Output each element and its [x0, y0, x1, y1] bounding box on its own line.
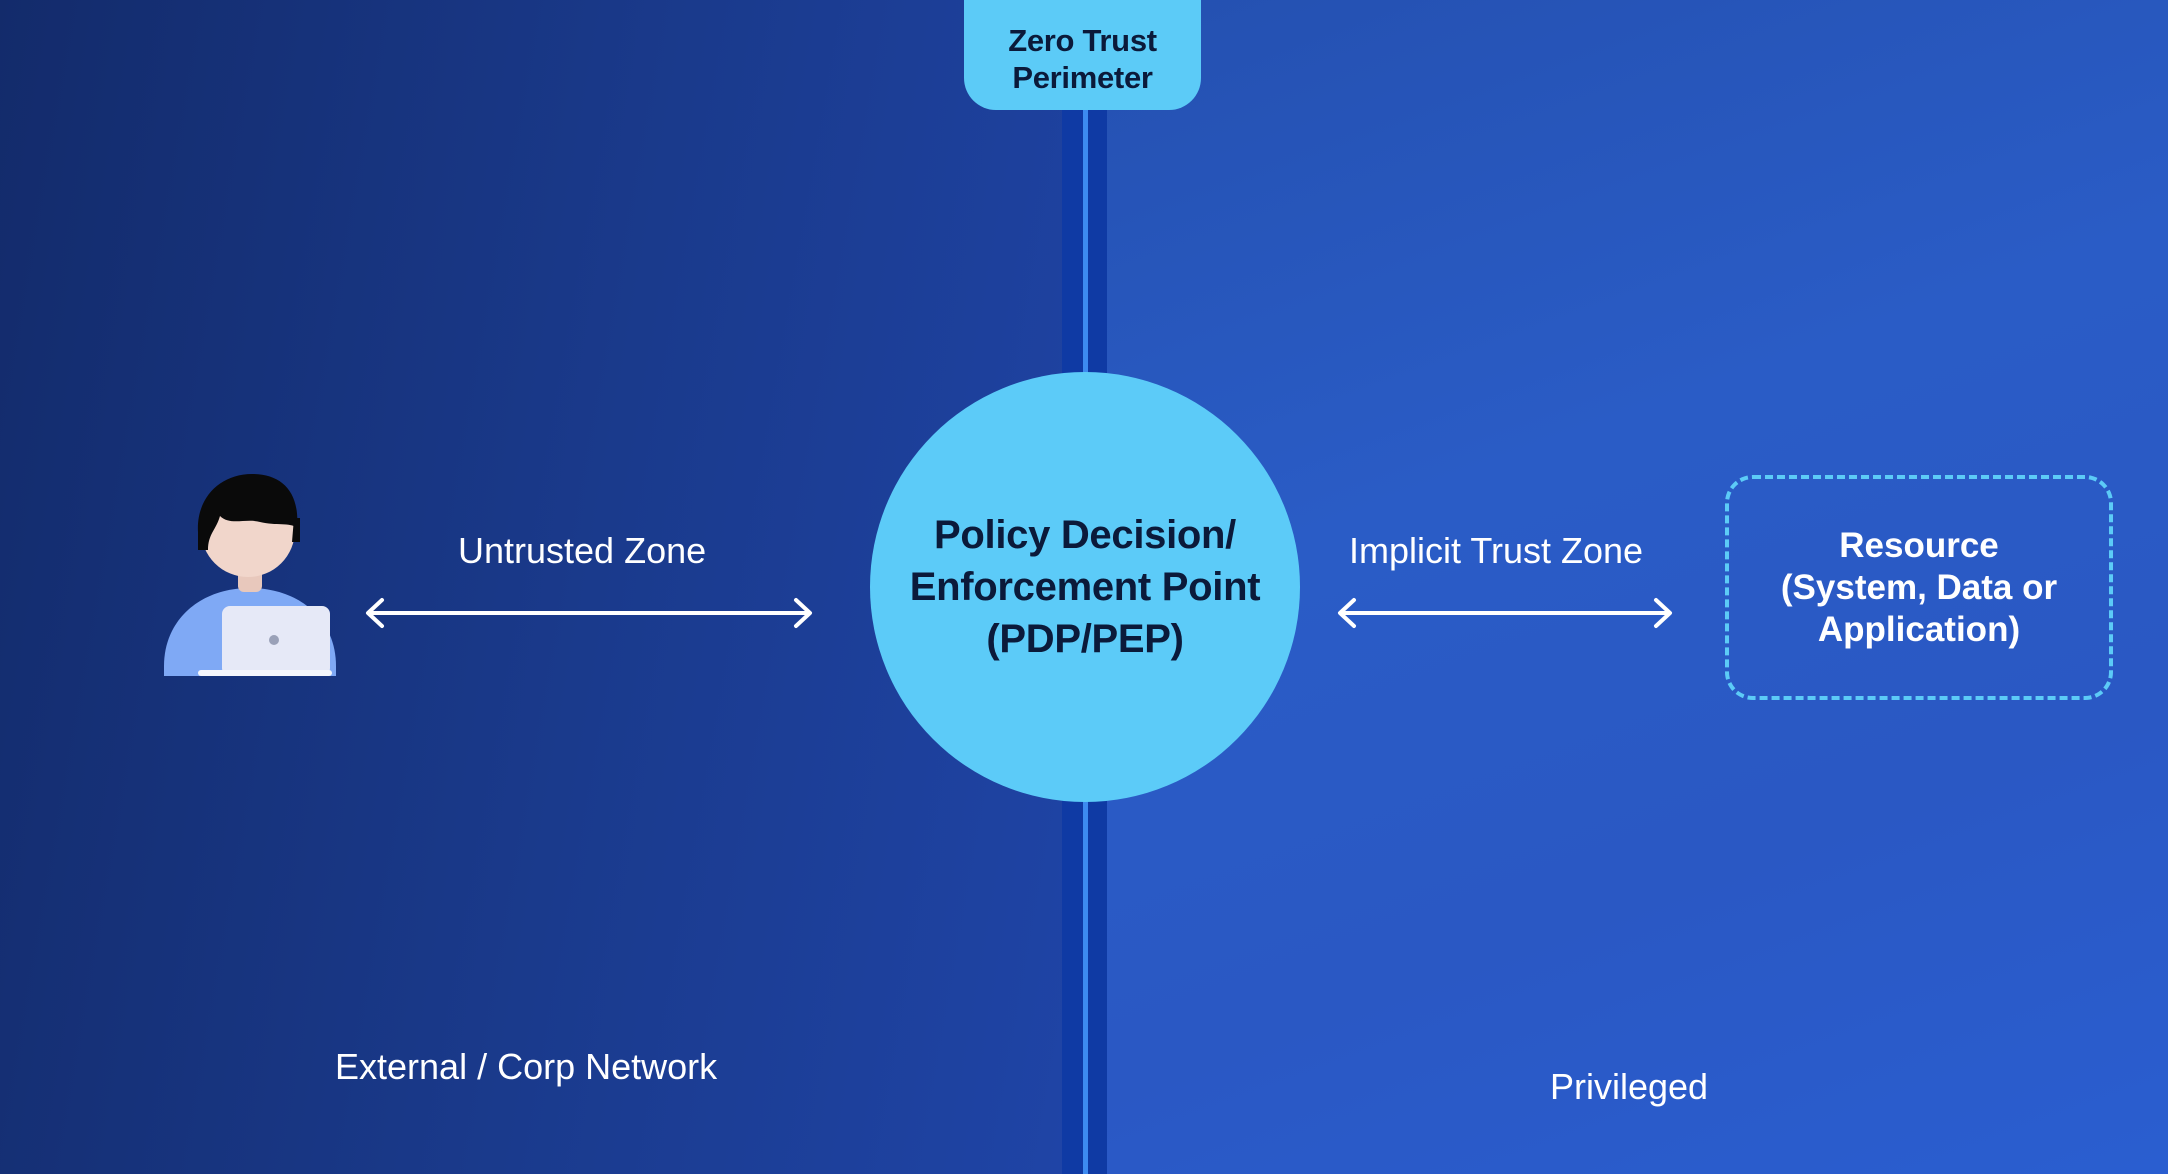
- pdp-label: Policy Decision/ Enforcement Point (PDP/…: [909, 513, 1261, 661]
- zero-trust-perimeter-tag: Zero Trust Perimeter: [964, 0, 1201, 110]
- implicit-trust-zone-label: Implicit Trust Zone: [1349, 530, 1644, 571]
- user-with-laptop-icon: [160, 470, 340, 680]
- untrusted-zone-arrow-icon: [366, 598, 812, 628]
- perimeter-label: Zero Trust Perimeter: [1008, 23, 1157, 95]
- external-network-label: External / Corp Network: [335, 1046, 718, 1087]
- resource-box: Resource (System, Data or Application): [1725, 475, 2113, 700]
- privileged-label: Privileged: [1550, 1066, 1709, 1107]
- untrusted-zone-label: Untrusted Zone: [458, 530, 707, 571]
- resource-label: Resource (System, Data or Application): [1780, 525, 2058, 649]
- implicit-trust-zone-arrow-icon: [1338, 598, 1672, 628]
- policy-decision-enforcement-point: Policy Decision/ Enforcement Point (PDP/…: [870, 372, 1300, 802]
